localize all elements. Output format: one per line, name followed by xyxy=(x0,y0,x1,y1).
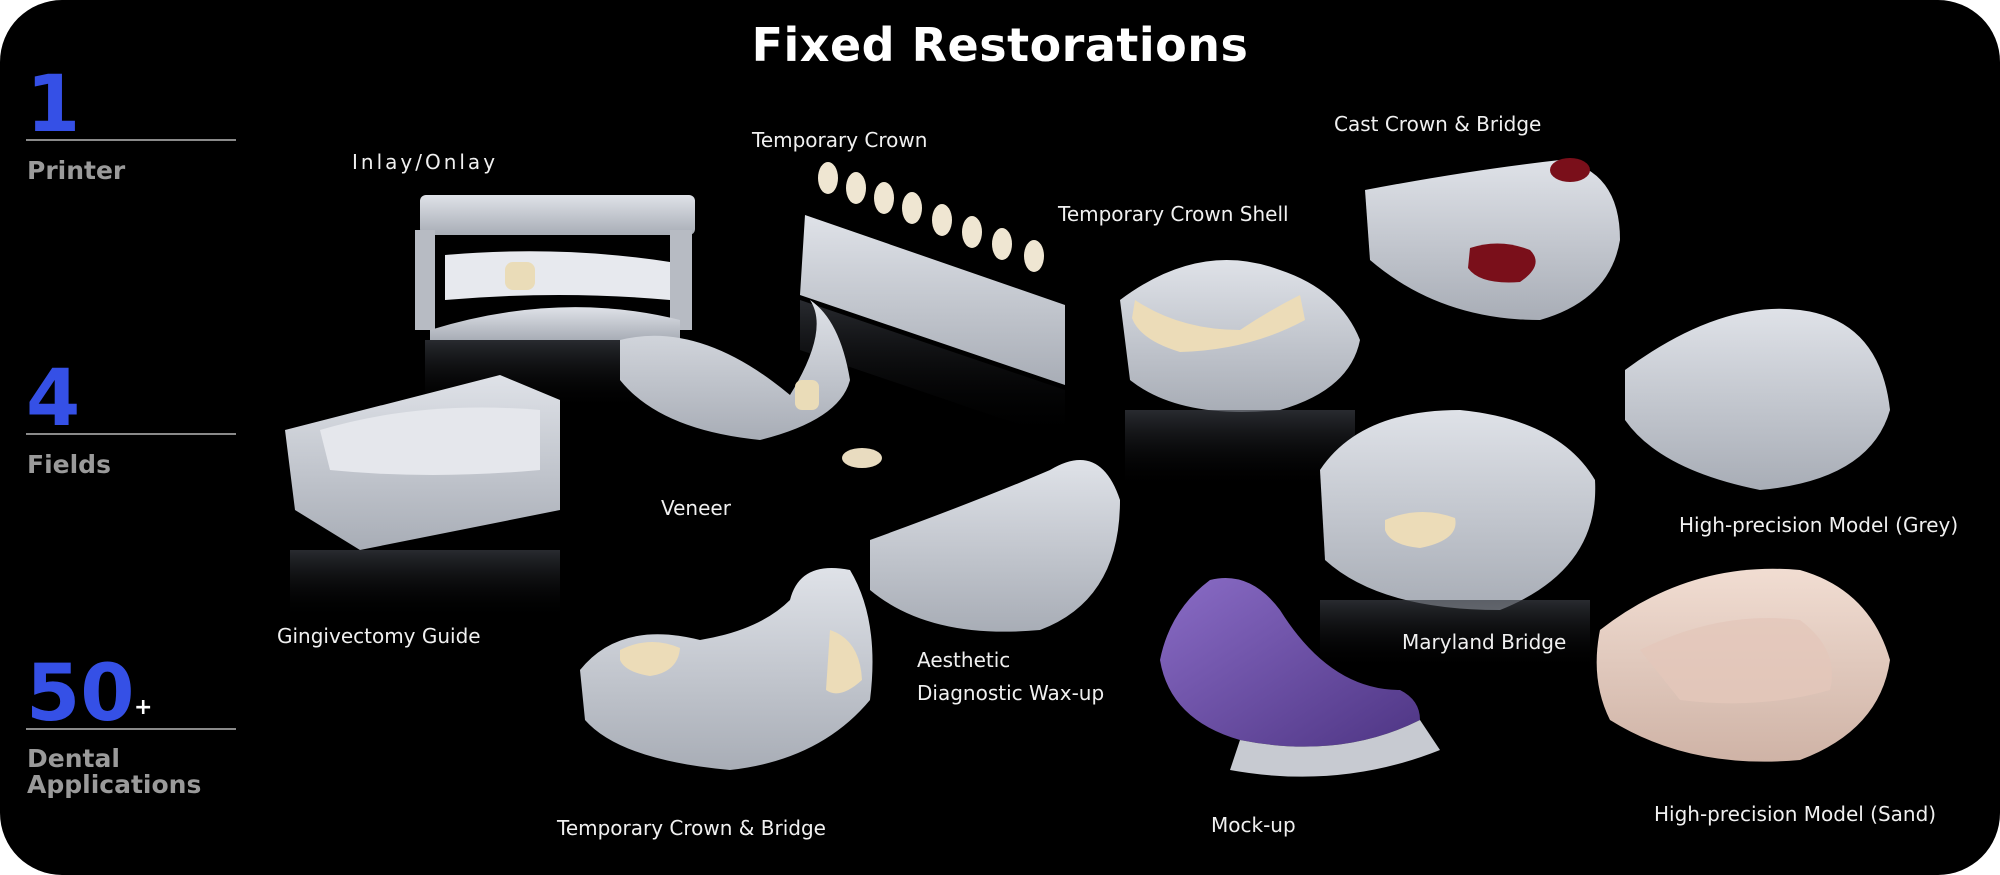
label-gingivectomy-guide: Gingivectomy Guide xyxy=(277,624,481,648)
temporary-crown-shell-model xyxy=(1120,260,1360,490)
label-high-precision-sand: High-precision Model (Sand) xyxy=(1654,802,1937,826)
shade-guide-model xyxy=(800,162,1065,440)
stat-suffix: + xyxy=(134,695,153,720)
maryland-bridge-model xyxy=(1320,410,1596,670)
label-temporary-crown-bridge: Temporary Crown & Bridge xyxy=(557,816,826,840)
wax-up-model xyxy=(870,460,1120,632)
label-temporary-crown: Temporary Crown xyxy=(752,128,928,152)
stat-label: Fields xyxy=(27,450,111,479)
label-mock-up: Mock-up xyxy=(1211,813,1296,837)
stat-divider xyxy=(26,433,236,435)
stat-number: 4 xyxy=(26,354,81,444)
label-temporary-crown-shell: Temporary Crown Shell xyxy=(1058,202,1289,226)
mock-up-model xyxy=(1160,578,1440,777)
temporary-crown-bridge-model xyxy=(580,568,873,770)
stat-label: Dental Applications xyxy=(27,744,202,799)
label-inlay-onlay: Inlay/Onlay xyxy=(352,150,499,174)
stat-divider xyxy=(26,139,236,141)
high-precision-sand-model xyxy=(1596,568,1890,762)
gingivectomy-guide-model xyxy=(285,375,560,620)
veneer-model xyxy=(620,300,882,468)
label-aesthetic-line2: Diagnostic Wax-up xyxy=(917,681,1105,705)
label-maryland-bridge: Maryland Bridge xyxy=(1402,630,1567,654)
page-title: Fixed Restorations xyxy=(751,18,1249,72)
label-high-precision-grey: High-precision Model (Grey) xyxy=(1679,513,1959,537)
stat-label: Printer xyxy=(27,156,126,185)
high-precision-grey-model xyxy=(1625,308,1890,490)
label-veneer: Veneer xyxy=(661,496,731,520)
cast-crown-bridge-model xyxy=(1365,158,1620,320)
stat-number: 1 xyxy=(26,60,81,150)
stat-number: 50 xyxy=(26,649,135,739)
label-cast-crown-bridge: Cast Crown & Bridge xyxy=(1334,112,1542,136)
label-aesthetic-line1: Aesthetic xyxy=(917,648,1011,672)
stat-divider xyxy=(26,728,236,730)
